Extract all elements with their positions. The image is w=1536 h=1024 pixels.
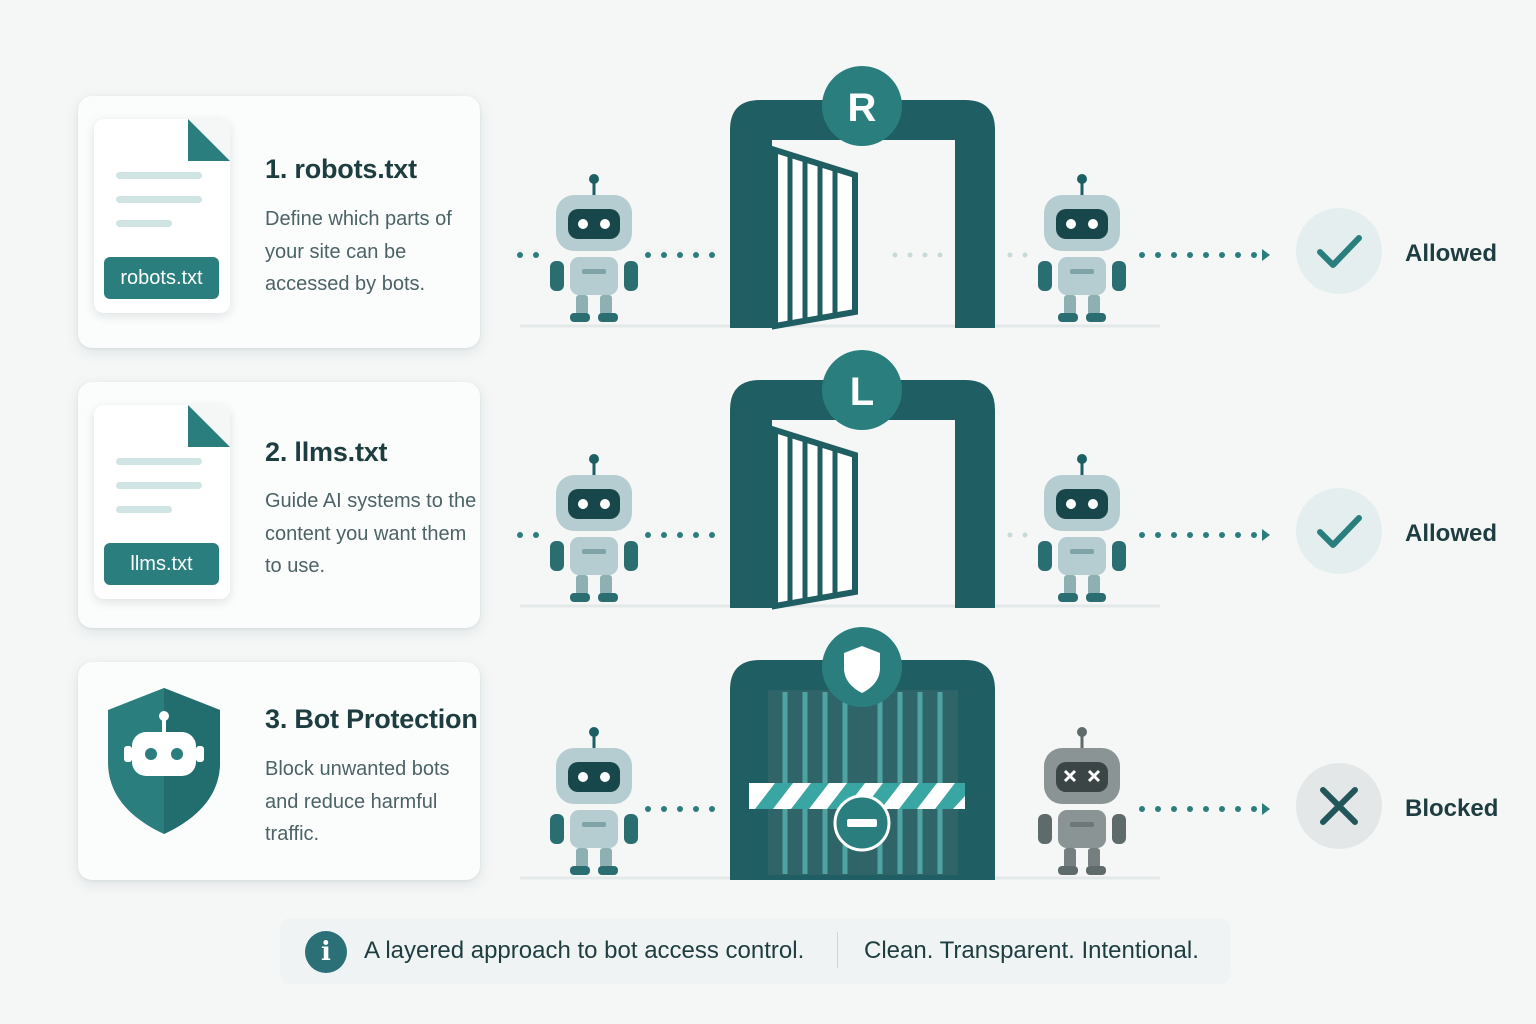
status-label: Allowed <box>1405 520 1498 547</box>
check-icon <box>1317 515 1362 548</box>
step-title: 1. robots.txt <box>265 154 417 184</box>
gate-badge <box>822 350 902 430</box>
status-allowed-circle <box>1296 488 1382 574</box>
step-description: Define which parts of your site can be a… <box>265 208 452 295</box>
status-blocked-circle <box>1296 763 1382 849</box>
row-llms-flow: L <box>517 350 1270 608</box>
gate-closed <box>730 660 995 880</box>
status-allowed-circle <box>1296 208 1382 294</box>
card-bot-protection: 3. Bot Protection Block unwanted bots an… <box>78 662 480 880</box>
robot-icon <box>548 725 640 877</box>
shield-robot-icon <box>108 688 220 834</box>
step-description: Guide AI systems to the content you want… <box>265 490 477 577</box>
robot-icon <box>1036 452 1128 604</box>
robot-icon <box>1036 172 1128 324</box>
card-robots-txt: robots.txt 1. robots.txt Define which pa… <box>78 96 480 348</box>
footer-tagline: Clean. Transparent. Intentional. <box>864 937 1199 964</box>
divider <box>837 932 838 968</box>
step-title: 2. llms.txt <box>265 437 388 467</box>
footer-text: A layered approach to bot access control… <box>364 937 805 964</box>
footer-bar: i A layered approach to bot access contr… <box>280 918 1230 984</box>
bot-flow-diagram: R L <box>517 66 1270 880</box>
robot-icon <box>548 172 640 324</box>
shield-icon <box>844 646 880 693</box>
x-icon <box>1320 787 1358 825</box>
status-label: Allowed <box>1405 240 1498 267</box>
step-description: Block unwanted bots and reduce harmful t… <box>265 758 450 845</box>
status-label: Blocked <box>1405 795 1499 822</box>
row-protection-flow <box>520 627 1270 880</box>
gate-letter: L <box>850 370 874 414</box>
check-icon <box>1317 235 1362 268</box>
info-icon: i <box>305 931 347 973</box>
gate-badge <box>822 66 902 146</box>
file-tag: llms.txt <box>104 543 219 585</box>
step-title: 3. Bot Protection <box>265 704 478 734</box>
file-tag: robots.txt <box>104 257 219 299</box>
blocked-robot-icon <box>1036 725 1128 877</box>
document-icon: robots.txt <box>94 119 230 313</box>
document-icon: llms.txt <box>94 405 230 599</box>
gate-letter: R <box>848 86 877 130</box>
robot-icon <box>548 452 640 604</box>
row-robots-flow: R <box>517 66 1270 328</box>
card-llms-txt: llms.txt 2. llms.txt Guide AI systems to… <box>78 382 480 628</box>
